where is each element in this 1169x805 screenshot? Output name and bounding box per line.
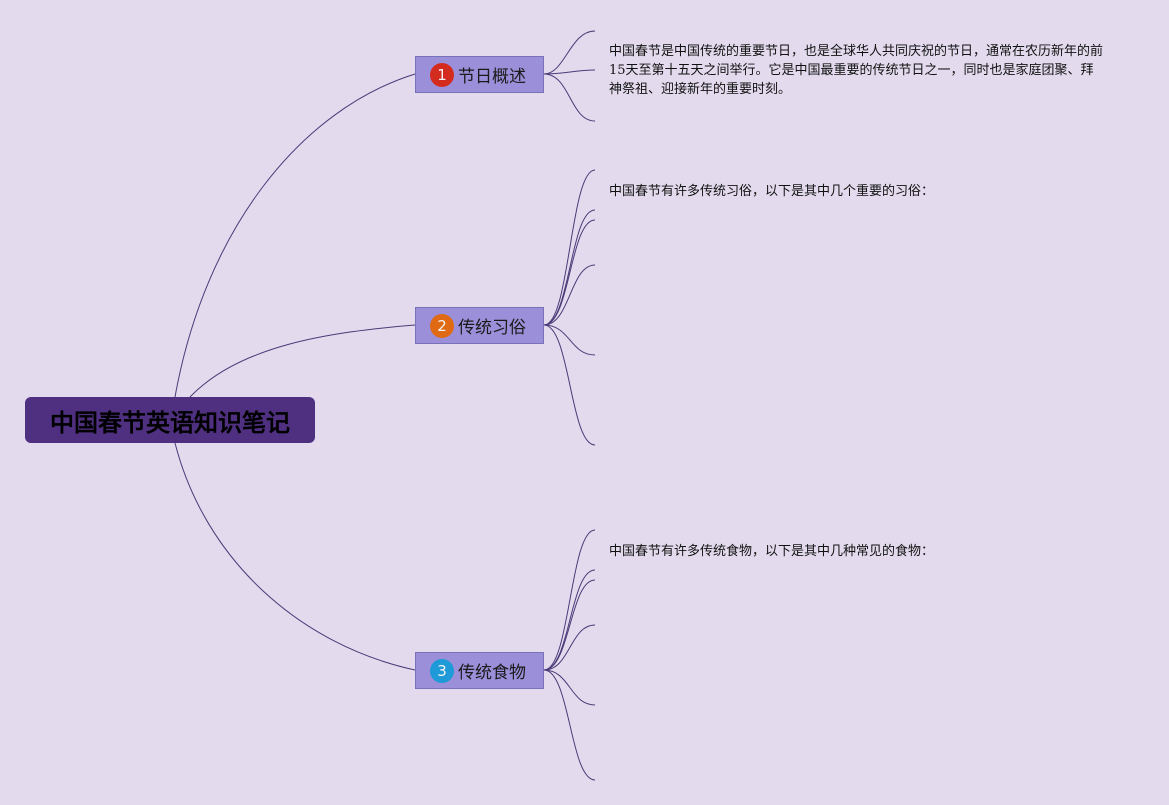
connector-branch-3-leaf	[543, 624, 596, 671]
connector-branch-1-leaf	[543, 30, 596, 75]
connector-branch-3-leaf	[543, 669, 596, 781]
note-food[interactable]: 中国春节有许多传统食物，以下是其中几种常见的食物：	[609, 544, 935, 559]
connector-branch-2-leaf	[543, 169, 596, 326]
root-topic[interactable]: 中国春节英语知识笔记	[25, 397, 315, 443]
connector-branch-2-leaf	[543, 324, 596, 356]
connector-branch-2-leaf	[543, 219, 596, 326]
connector-branch-3-leaf	[543, 579, 596, 671]
connector-root-branch-2	[189, 324, 416, 398]
connector-branch-2-leaf	[543, 324, 596, 446]
branch-topic-food[interactable]: 3 传统食物	[415, 652, 544, 689]
connector-branch-3-leaf	[543, 669, 596, 706]
connector-branch-2-leaf	[543, 264, 596, 326]
branch-topic-label: 节日概述	[458, 67, 526, 87]
connector-branch-3-leaf	[543, 569, 596, 671]
branch-topic-overview[interactable]: 1 节日概述	[415, 56, 544, 93]
connector-root-branch-3	[174, 442, 416, 671]
connector-branch-3-leaf	[543, 529, 596, 671]
number-badge-icon: 2	[430, 313, 454, 338]
connector-branch-2-leaf	[543, 209, 596, 326]
number-badge-icon: 3	[430, 658, 454, 683]
connector-root-branch-1	[174, 73, 416, 398]
note-overview[interactable]: 中国春节是中国传统的重要节日，也是全球华人共同庆祝的节日，通常在农历新年的前15…	[609, 44, 1104, 97]
branch-topic-label: 传统食物	[458, 663, 526, 683]
connector-branch-1-leaf	[543, 73, 596, 122]
root-topic-label: 中国春节英语知识笔记	[50, 408, 290, 437]
number-badge-icon: 1	[430, 62, 454, 87]
branch-topic-customs[interactable]: 2 传统习俗	[415, 307, 544, 344]
connector-branch-1-leaf	[543, 69, 596, 75]
note-customs[interactable]: 中国春节有许多传统习俗，以下是其中几个重要的习俗：	[609, 184, 935, 199]
branch-topic-label: 传统习俗	[458, 318, 526, 338]
